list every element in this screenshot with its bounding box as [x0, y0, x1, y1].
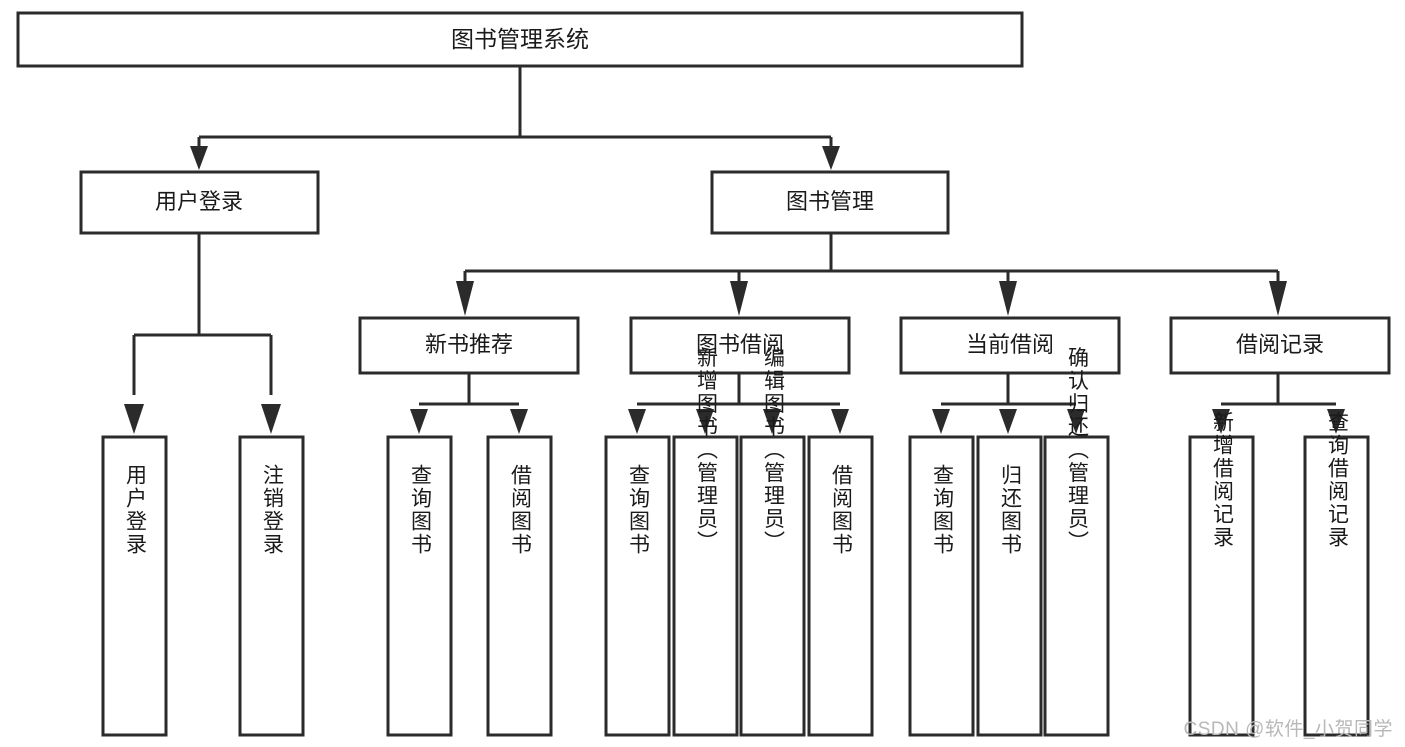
node-leaf-query-book-3[interactable]: 查询图书 [908, 435, 975, 737]
node-leaf-add-book-admin[interactable]: 新增图书（管理员） [672, 347, 739, 737]
node-leaf-query-book-3-box[interactable] [908, 435, 975, 737]
node-leaf-query-record-box[interactable] [1303, 435, 1370, 737]
node-leaf-add-record-label: 新增借阅记录 [1211, 411, 1235, 549]
node-root-box[interactable] [16, 11, 1024, 68]
node-login-label: 用户登录 [155, 189, 243, 214]
node-current-box[interactable] [899, 316, 1121, 375]
node-leaf-borrow-book-1-box[interactable] [486, 435, 553, 737]
connector-borrow-to-leaves [628, 373, 849, 434]
node-leaf-logout[interactable]: 注销登录 [238, 435, 305, 737]
node-borrow-label: 图书借阅 [696, 332, 784, 357]
node-leaf-borrow-book-1[interactable]: 借阅图书 [486, 435, 553, 737]
node-leaf-return-book-box[interactable] [976, 435, 1043, 737]
node-leaf-query-book-1-box[interactable] [386, 435, 453, 737]
node-leaf-return-book[interactable]: 归还图书 [976, 435, 1043, 737]
node-leaf-user-login-box[interactable] [101, 435, 168, 737]
node-current[interactable]: 当前借阅 [899, 316, 1121, 375]
node-bookmgmt[interactable]: 图书管理 [710, 170, 950, 235]
connector-login-to-leaves [124, 233, 281, 434]
node-leaf-logout-label: 注销登录 [261, 464, 285, 556]
node-leaf-user-login-label: 用户登录 [124, 464, 148, 556]
node-newbook-label: 新书推荐 [425, 332, 513, 357]
node-leaf-add-book-admin-box[interactable] [672, 435, 739, 737]
node-leaf-edit-book-admin-box[interactable] [739, 435, 806, 737]
node-borrow-box[interactable] [629, 316, 851, 375]
connector-records-to-leaves [1212, 373, 1345, 434]
node-records-label: 借阅记录 [1236, 332, 1324, 357]
node-leaf-add-record[interactable]: 新增借阅记录 [1188, 411, 1255, 737]
connector-newbook-to-leaves [410, 373, 528, 434]
node-leaf-confirm-return-admin-label: 确认归还（管理员） [1066, 347, 1090, 554]
node-leaf-borrow-book-1-label: 借阅图书 [509, 464, 533, 556]
node-leaf-query-book-2-box[interactable] [604, 435, 671, 737]
node-leaf-query-book-2[interactable]: 查询图书 [604, 435, 671, 737]
node-login-box[interactable] [79, 170, 320, 235]
node-leaf-logout-box[interactable] [238, 435, 305, 737]
node-newbook-box[interactable] [358, 316, 580, 375]
node-root[interactable]: 图书管理系统 [16, 11, 1024, 68]
connector-current-to-leaves [932, 373, 1085, 434]
node-leaf-add-record-box[interactable] [1188, 435, 1255, 737]
node-leaf-add-book-admin-label: 新增图书（管理员） [695, 347, 719, 554]
connector-bookmgmt-to-level3 [456, 233, 1287, 316]
node-leaf-edit-book-admin-label: 编辑图书（管理员） [762, 347, 786, 554]
node-bookmgmt-box[interactable] [710, 170, 950, 235]
connector-root-to-level2 [190, 66, 840, 170]
node-borrow[interactable]: 图书借阅 [629, 316, 851, 375]
node-records-box[interactable] [1169, 316, 1391, 375]
node-leaf-query-book-1-label: 查询图书 [409, 464, 433, 556]
node-leaf-query-book-2-label: 查询图书 [627, 464, 651, 556]
node-leaf-borrow-book-2-label: 借阅图书 [830, 464, 854, 556]
node-newbook[interactable]: 新书推荐 [358, 316, 580, 375]
node-leaf-borrow-book-2[interactable]: 借阅图书 [807, 435, 874, 737]
node-leaf-query-record[interactable]: 查询借阅记录 [1303, 411, 1370, 737]
node-leaf-confirm-return-admin[interactable]: 确认归还（管理员） [1043, 347, 1110, 737]
node-leaf-query-book-1[interactable]: 查询图书 [386, 435, 453, 737]
node-leaf-user-login[interactable]: 用户登录 [101, 435, 168, 737]
node-leaf-confirm-return-admin-box[interactable] [1043, 435, 1110, 737]
node-current-label: 当前借阅 [966, 332, 1054, 357]
node-leaf-query-record-label: 查询借阅记录 [1326, 411, 1350, 549]
node-leaf-borrow-book-2-box[interactable] [807, 435, 874, 737]
node-leaf-edit-book-admin[interactable]: 编辑图书（管理员） [739, 347, 806, 737]
node-records[interactable]: 借阅记录 [1169, 316, 1391, 375]
node-leaf-return-book-label: 归还图书 [999, 464, 1023, 556]
node-root-label: 图书管理系统 [451, 26, 589, 52]
node-leaf-query-book-3-label: 查询图书 [931, 464, 955, 556]
node-bookmgmt-label: 图书管理 [786, 189, 874, 214]
node-login[interactable]: 用户登录 [79, 170, 320, 235]
